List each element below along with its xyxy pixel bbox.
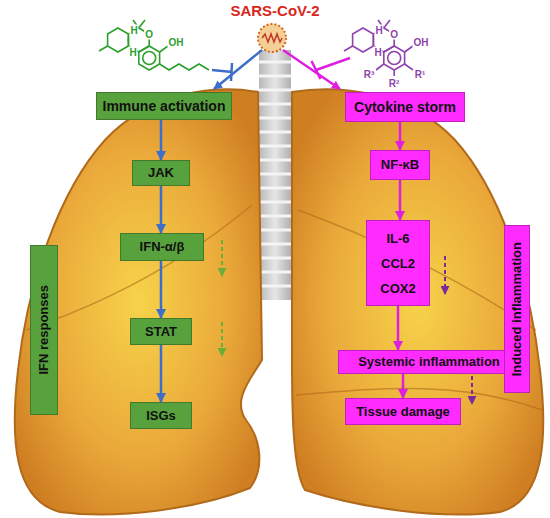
figure-title: SARS-CoV-2 [0, 2, 550, 19]
box-label: JAK [148, 165, 174, 181]
lung-fissure [26, 205, 252, 330]
right-lung [292, 89, 543, 514]
atom-label: H [129, 25, 138, 36]
atom-label: OH [413, 37, 430, 48]
flow-arrow [160, 261, 163, 318]
ring [353, 28, 374, 52]
ring [139, 46, 160, 70]
atom-label: H [373, 47, 382, 58]
trachea-rings [259, 62, 291, 286]
ring [384, 46, 405, 70]
cannabinoid-structure [99, 20, 209, 70]
vertical-label: IFN responses [36, 285, 52, 375]
flow-arrow [160, 186, 163, 233]
flow-arrow [399, 180, 402, 220]
atom-label: R¹ [414, 69, 427, 80]
atom-label: H [128, 47, 137, 58]
decrease-arrow [221, 322, 223, 356]
process-box: ISGs [130, 402, 192, 429]
box-label: IFN-α/β [140, 239, 185, 255]
box-label: Immune activation [103, 98, 226, 115]
flow-arrow [160, 120, 163, 160]
process-box: IL-6 CCL2 COX2 [366, 220, 430, 306]
process-box: Immune activation [96, 92, 232, 120]
process-box: STAT [130, 318, 192, 345]
process-box: NF-κB [370, 150, 430, 180]
box-label: Systemic inflammation [358, 354, 500, 370]
box-label: STAT [145, 324, 177, 340]
decrease-arrow [221, 240, 223, 276]
process-box: JAK [132, 160, 190, 186]
bonds [344, 20, 413, 76]
atom-label: H [374, 25, 383, 36]
atom-label: OH [168, 37, 185, 48]
box-label: ISGs [146, 408, 176, 424]
activation-arrow [283, 50, 340, 89]
process-box: Systemic inflammation [338, 350, 520, 374]
inhibition-line [212, 63, 232, 81]
activation-arrow [214, 50, 262, 89]
aromatic-ring [388, 52, 401, 65]
flow-arrow [397, 306, 400, 350]
box-label: Cytokine storm [354, 99, 456, 116]
decrease-arrow [444, 256, 446, 294]
virus-envelope [258, 24, 286, 52]
atom-label: R³ [363, 69, 376, 80]
bonds [99, 20, 209, 70]
decrease-arrow [471, 376, 473, 404]
process-box: IFN-α/β [120, 233, 204, 261]
aromatic-ring [143, 52, 156, 65]
ring [108, 28, 129, 52]
atom-label: O [144, 29, 154, 40]
virus-icon [258, 24, 286, 52]
cannabinoid-structure [344, 20, 413, 76]
lung-fissure [298, 210, 536, 330]
inhibition-line [312, 58, 351, 79]
process-box: Tissue damage [345, 398, 461, 425]
box-label: IL-6 CCL2 COX2 [369, 226, 427, 301]
atom-label: R² [388, 78, 401, 89]
trachea [259, 50, 291, 300]
flow-arrow [402, 374, 405, 398]
box-label: NF-κB [381, 157, 419, 173]
trachea-tube [259, 50, 291, 300]
box-label: Tissue damage [356, 404, 450, 420]
vertical-label-box: Induced inflammation [504, 225, 530, 393]
left-lung [15, 89, 262, 514]
virus-rna [262, 34, 282, 42]
flow-arrow [399, 122, 402, 150]
vertical-label-box: IFN responses [30, 245, 58, 415]
flow-arrow [160, 345, 163, 402]
vertical-label: Induced inflammation [509, 242, 525, 376]
atom-label: O [389, 29, 399, 40]
process-box: Cytokine storm [345, 92, 465, 122]
